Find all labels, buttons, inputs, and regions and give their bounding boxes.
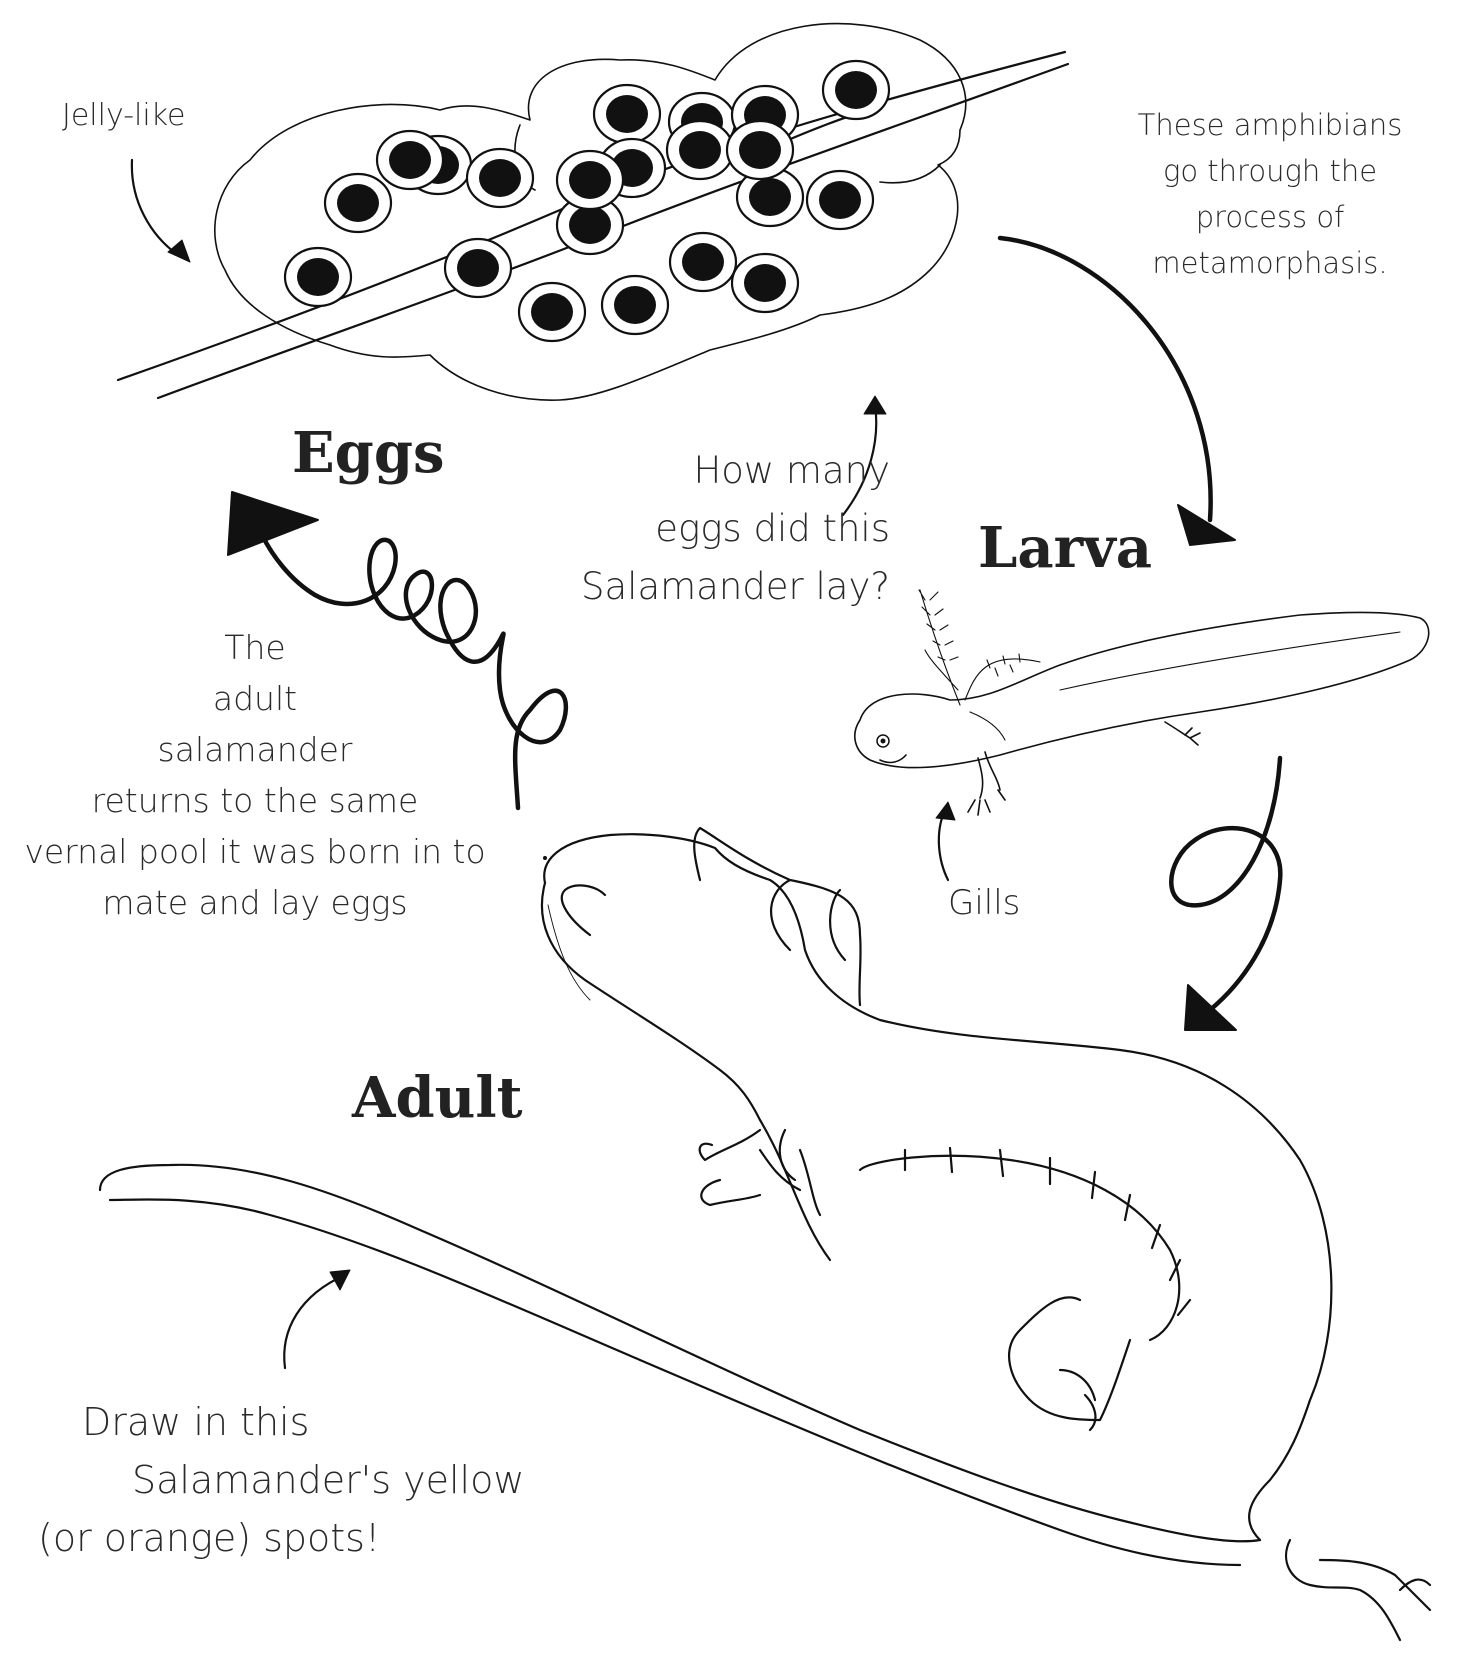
stage-title-eggs: Eggs bbox=[292, 420, 445, 486]
egg-embryo bbox=[679, 131, 721, 169]
draw-spots-line-3: (or orange) spots! bbox=[38, 1516, 380, 1560]
egg-embryo bbox=[835, 71, 877, 109]
metamorphosis-line-4: metamorphasis. bbox=[1110, 240, 1430, 286]
arrowhead-larva bbox=[1178, 505, 1235, 545]
egg-embryo bbox=[744, 264, 786, 302]
jelly-arrow bbox=[132, 160, 178, 255]
egg-embryo bbox=[569, 206, 611, 244]
gills-arrow bbox=[939, 810, 948, 880]
adult-head-body bbox=[544, 834, 1331, 1540]
larva-gills bbox=[919, 590, 1040, 740]
stage-title-adult: Adult bbox=[352, 1065, 522, 1131]
larva-back-leg bbox=[1165, 722, 1200, 745]
larva-body bbox=[855, 612, 1429, 767]
adult-right-foot bbox=[1286, 1540, 1430, 1640]
egg-embryo bbox=[614, 286, 656, 324]
metamorphosis-line-2: go through the bbox=[1110, 148, 1430, 194]
adult-neck-underside bbox=[542, 883, 830, 1260]
eggs-group bbox=[285, 61, 889, 341]
egg-embryo bbox=[389, 141, 431, 179]
adult-nostril bbox=[543, 856, 547, 860]
metamorphosis-line-1: These amphibians bbox=[1110, 102, 1430, 148]
return-line-4: returns to the same bbox=[0, 775, 510, 826]
jelly-like-label: Jelly-like bbox=[62, 98, 185, 133]
return-to-pool-note: The adult salamander returns to the same… bbox=[0, 622, 510, 928]
draw-spots-line-1: Draw in this bbox=[82, 1400, 309, 1444]
egg-mass bbox=[118, 24, 1068, 401]
arrowhead-eggs bbox=[228, 492, 318, 555]
question-line-3: Salamander lay? bbox=[530, 558, 890, 616]
return-line-6: mate and lay eggs bbox=[0, 877, 510, 928]
egg-embryo bbox=[457, 249, 499, 287]
egg-embryo bbox=[819, 181, 861, 219]
return-line-2: adult bbox=[0, 673, 510, 724]
egg-embryo bbox=[297, 258, 339, 296]
draw-spots-line-2: Salamander's yellow bbox=[132, 1458, 524, 1502]
egg-count-question: How many eggs did this Salamander lay? bbox=[530, 442, 890, 616]
adult-front-leg bbox=[694, 828, 860, 1005]
egg-embryo bbox=[682, 243, 724, 281]
adult-inner-belly bbox=[860, 1156, 1179, 1340]
stage-title-larva: Larva bbox=[978, 515, 1152, 581]
adult-jaw-line bbox=[548, 905, 590, 1000]
egg-embryo bbox=[569, 161, 611, 199]
adult-eye bbox=[562, 885, 605, 935]
larva-mouth bbox=[880, 755, 906, 762]
adult-tail bbox=[100, 1165, 1260, 1565]
larva-drawing bbox=[855, 590, 1429, 815]
adult-left-hand bbox=[700, 1130, 820, 1215]
return-line-5: vernal pool it was born in to bbox=[0, 826, 510, 877]
metamorphosis-line-3: process of bbox=[1110, 194, 1430, 240]
metamorphosis-note: These amphibians go through the process … bbox=[1110, 102, 1430, 286]
adult-costal-grooves bbox=[905, 1148, 1190, 1315]
egg-embryo bbox=[479, 159, 521, 197]
loop-arrow-larva-to-adult bbox=[1171, 758, 1280, 1010]
question-line-2: eggs did this bbox=[530, 500, 890, 558]
egg-embryo bbox=[739, 131, 781, 169]
gills-label: Gills bbox=[948, 883, 1020, 923]
question-arrowhead bbox=[864, 396, 886, 414]
question-line-1: How many bbox=[530, 442, 890, 500]
jelly-arrowhead bbox=[168, 240, 190, 262]
egg-embryo bbox=[531, 293, 573, 331]
draw-spots-arrow bbox=[284, 1275, 345, 1368]
larva-pupil bbox=[881, 739, 886, 744]
egg-embryo bbox=[337, 184, 379, 222]
adult-hind-leg bbox=[1009, 1297, 1130, 1430]
egg-embryo bbox=[606, 95, 648, 133]
return-line-1: The bbox=[0, 622, 510, 673]
gills-arrowhead bbox=[936, 802, 955, 820]
egg-embryo bbox=[749, 178, 791, 216]
return-line-3: salamander bbox=[0, 724, 510, 775]
